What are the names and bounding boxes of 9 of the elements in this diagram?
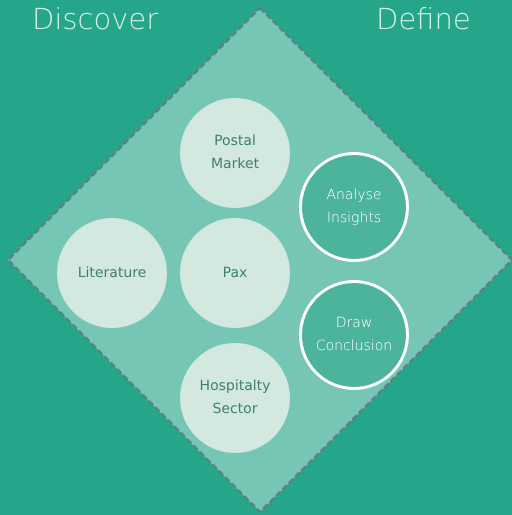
phase-heading: Define <box>376 2 471 36</box>
phase-heading: Discover <box>32 2 158 36</box>
circle-label: Analyse Insights <box>325 186 383 228</box>
phase-diamond <box>6 6 512 514</box>
circle-label: Hospitalty Sector <box>198 377 272 419</box>
circle-label: Draw Conclusion <box>314 314 394 356</box>
circle-label: Literature <box>76 264 148 282</box>
circle-label: Postal Market <box>210 132 260 174</box>
circle-label: Pax <box>222 264 248 282</box>
